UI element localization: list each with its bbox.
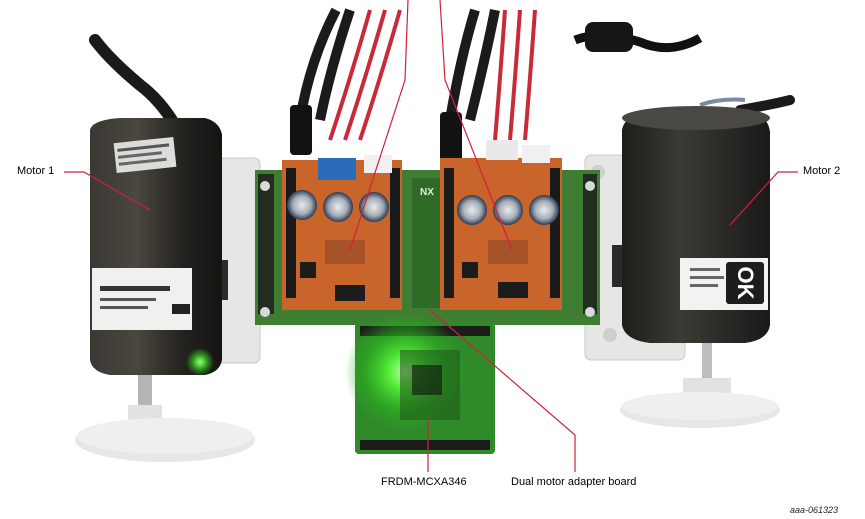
frdm-board [345,312,495,454]
leader-line-adapter [429,309,576,472]
motor-driver-board-left [282,155,402,310]
power-cables [290,7,703,162]
figure-id: aaa-061323 [790,505,839,515]
label-motor-1: Motor 1 [17,165,55,177]
motor-2-sticker-text: OK [733,267,758,300]
motor-2: OK [584,95,795,428]
leader-line-motor2 [729,171,798,226]
motor-1 [75,34,261,462]
leader-line-driver-right [439,0,513,251]
leader-line-driver-left [349,0,409,251]
label-frdm-mcxa346: FRDM-MCXA346 [381,476,467,488]
leader-lines [64,0,798,472]
label-dual-motor-adapter-board: Dual motor adapter board [511,476,637,488]
svg-text:NX: NX [420,187,434,198]
motor-driver-board-right [440,140,562,310]
label-motor-2: Motor 2 [803,165,841,177]
leader-line-motor1 [64,171,151,211]
